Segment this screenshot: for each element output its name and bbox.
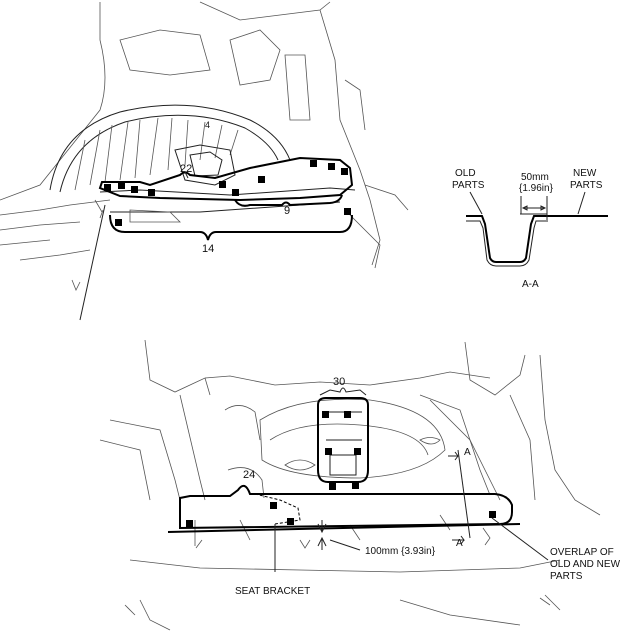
callout-14: 14: [202, 243, 214, 255]
dimension-50mm: 50mm: [521, 172, 549, 183]
seat-bracket-label: SEAT BRACKET: [235, 586, 310, 597]
callout-24: 24: [243, 469, 255, 481]
weld-marker: [310, 160, 317, 167]
wheelhouse-view: 22 4 9 14: [0, 1, 409, 321]
weld-marker: [489, 511, 496, 518]
weld-marker: [352, 482, 359, 489]
floor-view: 30 24 A A 100mm {3.93in} SEAT BRACKET OV…: [99, 339, 621, 631]
dimension-100mm: 100mm {3.93in}: [365, 546, 436, 557]
weld-marker: [131, 186, 138, 193]
weld-marker: [186, 520, 193, 527]
dimension-1-96in: {1.96in}: [519, 183, 554, 194]
new-parts-label-line2: PARTS: [570, 180, 603, 191]
weld-marker: [118, 182, 125, 189]
callout-4: 4: [205, 120, 210, 130]
section-a-a: OLD PARTS NEW PARTS 50mm {1.96in} A-A: [452, 168, 608, 290]
callout-22: 22: [180, 163, 192, 175]
weld-marker: [104, 184, 111, 191]
weld-marker: [344, 411, 351, 418]
cut-label-a-bottom: A: [456, 538, 463, 549]
weld-marker: [148, 189, 155, 196]
old-parts-label-line2: PARTS: [452, 180, 485, 191]
weld-marker: [258, 176, 265, 183]
new-parts-label-line1: NEW: [573, 168, 597, 179]
weld-marker: [287, 518, 294, 525]
weld-marker: [329, 483, 336, 490]
cut-label-a-top: A: [464, 447, 471, 458]
weld-marker: [344, 208, 351, 215]
weld-marker: [115, 219, 122, 226]
old-parts-label-line1: OLD: [455, 168, 476, 179]
overlap-label-line1: OVERLAP OF: [550, 547, 614, 558]
weld-marker: [354, 448, 361, 455]
section-label: A-A: [522, 279, 539, 290]
weld-marker: [328, 163, 335, 170]
callout-30: 30: [333, 376, 345, 388]
overlap-label-line2: OLD AND NEW: [550, 559, 621, 570]
weld-marker: [232, 189, 239, 196]
weld-marker: [322, 411, 329, 418]
weld-marker: [341, 168, 348, 175]
weld-marker: [325, 448, 332, 455]
weld-marker: [270, 502, 277, 509]
overlap-label-line3: PARTS: [550, 571, 583, 582]
callout-9: 9: [284, 205, 290, 217]
weld-marker: [219, 181, 226, 188]
